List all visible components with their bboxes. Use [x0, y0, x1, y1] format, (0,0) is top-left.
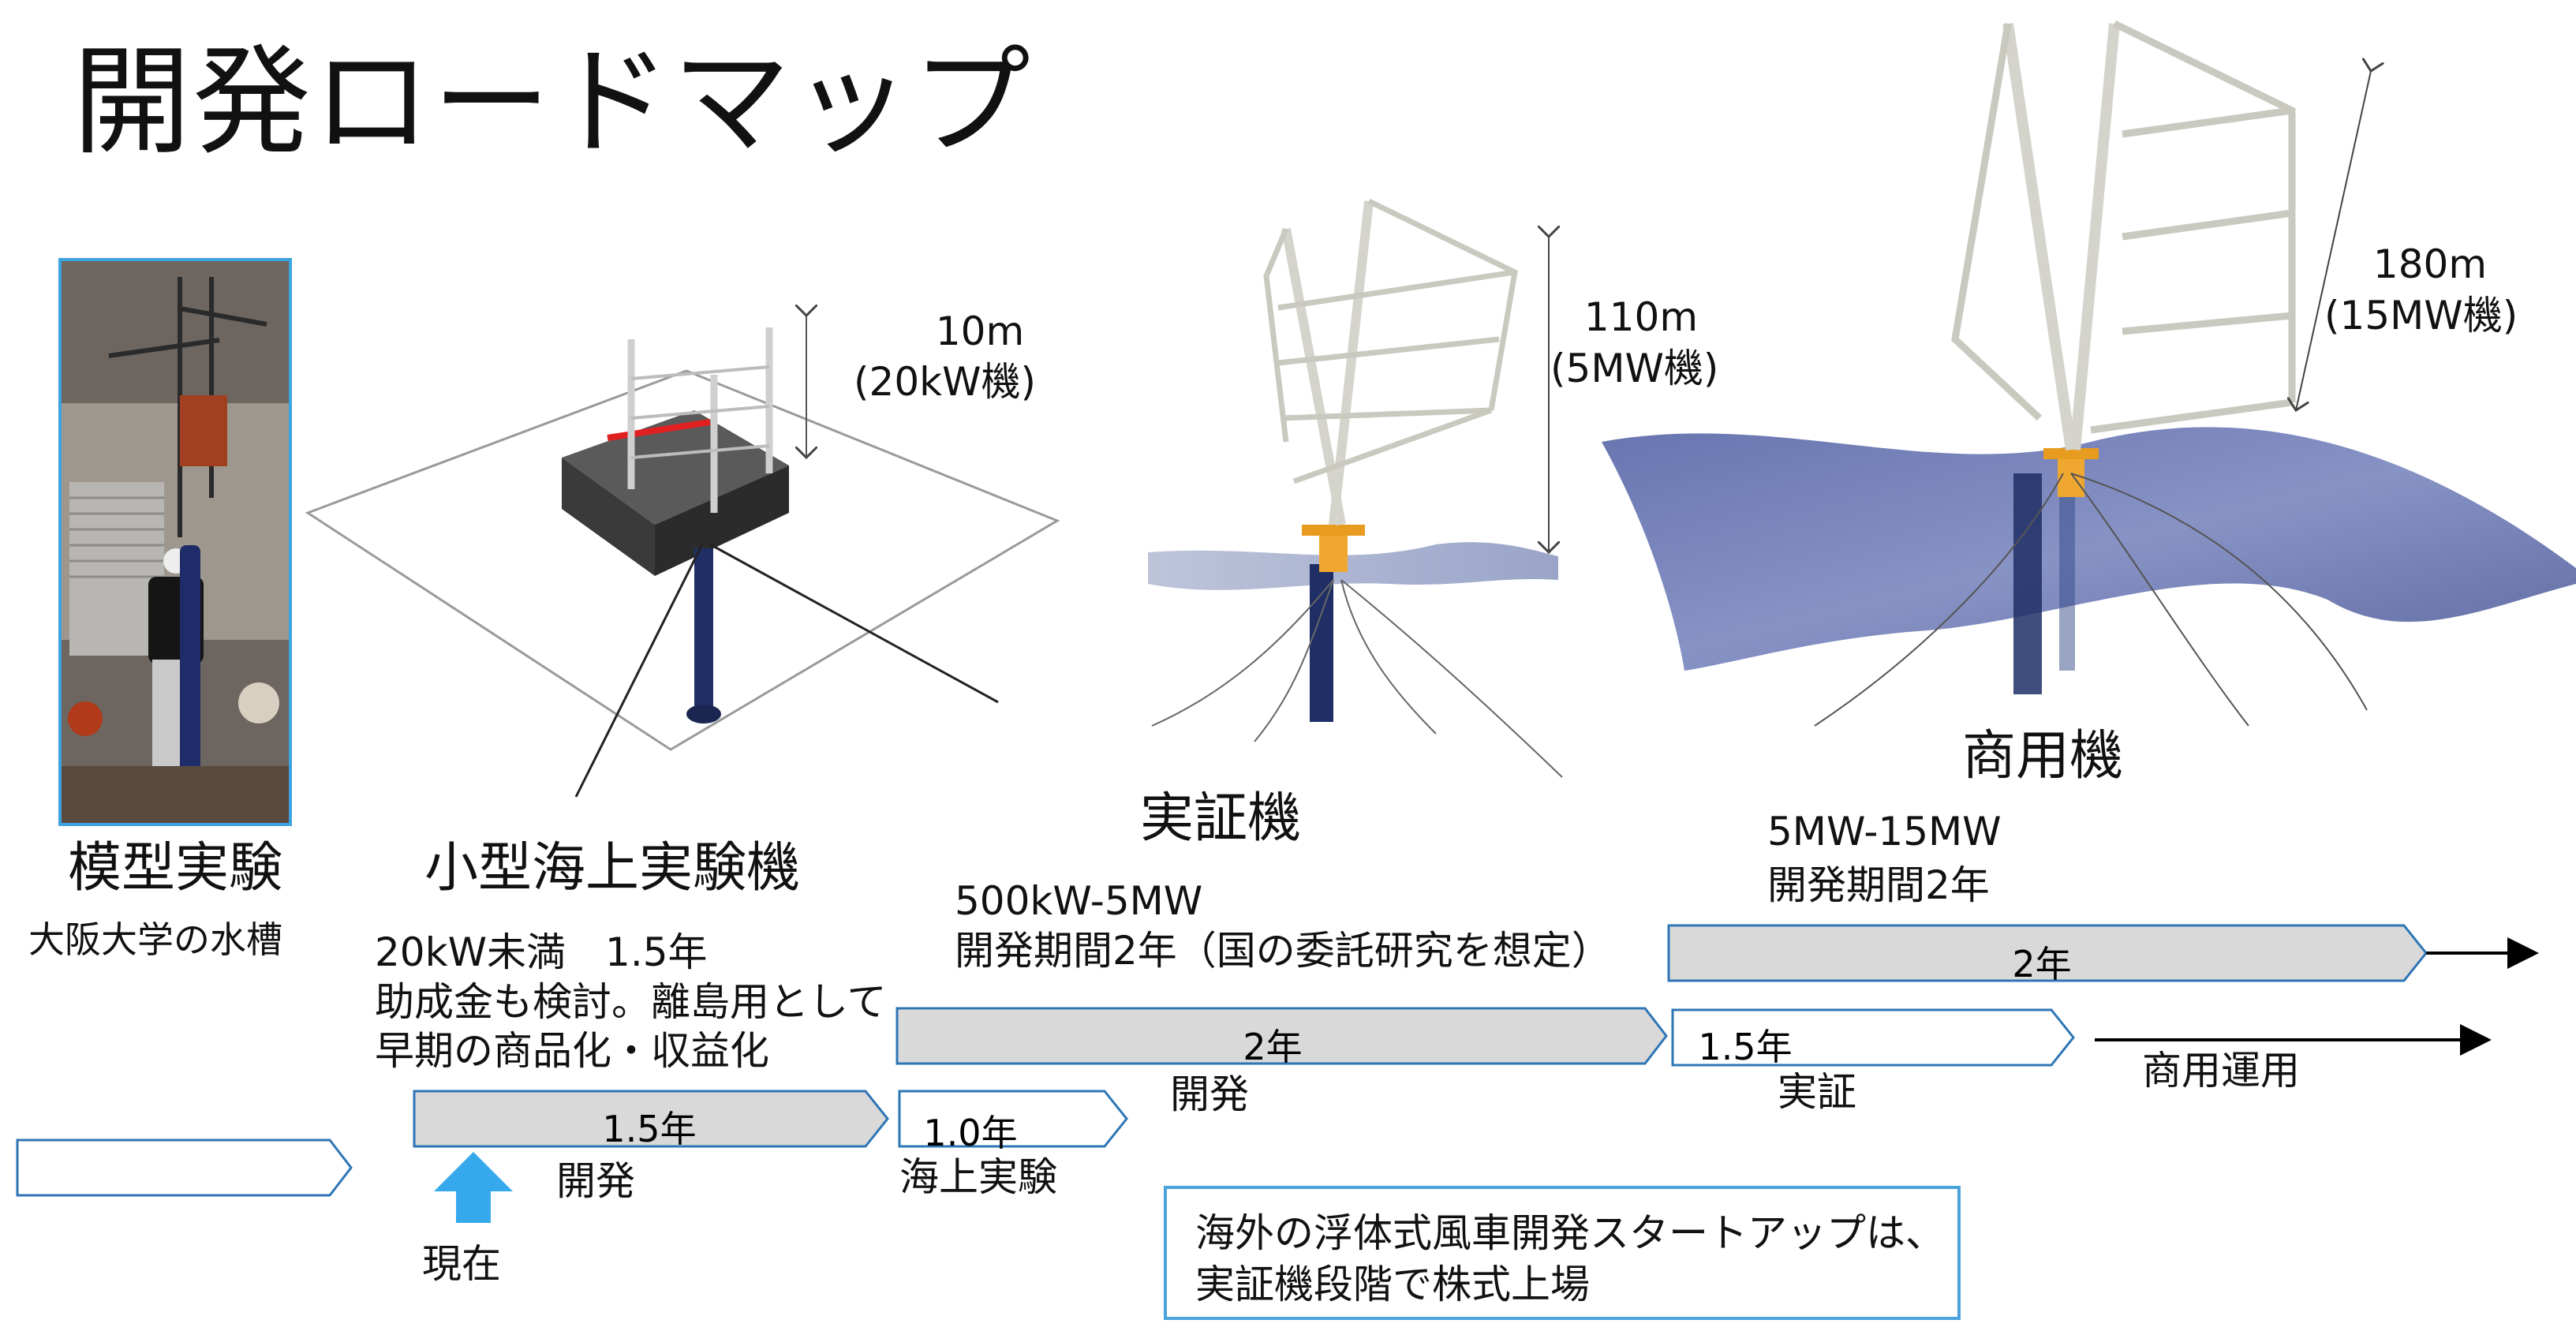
sea-test-label: 海上実験: [899, 1154, 1057, 1200]
current-label: 現在: [422, 1241, 501, 1287]
current-arrow-icon: [434, 1152, 513, 1223]
demo-dev-bar: [895, 1007, 1668, 1065]
stage-demo-line2: 開発期間2年（国の委託研究を想定）: [955, 928, 1611, 974]
demo-dev-label: 開発: [1170, 1071, 1249, 1117]
commercial-height-label: 180m: [2372, 241, 2488, 287]
sea-test-bar-label: 1.0年: [923, 1112, 1017, 1154]
small-height-label: 10m: [935, 308, 1025, 354]
small-dev-bar: [413, 1090, 889, 1148]
commercial-turbine-illustration: [1602, 20, 2576, 727]
stage-model-title: 模型実験: [68, 837, 283, 899]
model-experiment-photo: [58, 258, 292, 826]
stage-model-subtitle: 大阪大学の水槽: [28, 918, 282, 961]
stage-small-line2: 助成金も検討。離島用として: [375, 979, 887, 1025]
demo-turbine-illustration: [1148, 198, 1563, 778]
model-experiment-bar: [16, 1138, 353, 1197]
demo-verify-label: 実証: [1778, 1069, 1856, 1115]
stage-small-title: 小型海上実験機: [424, 837, 801, 899]
small-dev-label: 開発: [556, 1158, 635, 1204]
small-rating-label: (20kW機): [854, 359, 1037, 405]
commercial-dev-bar: [1667, 924, 2428, 982]
demo-dev-bar-label: 2年: [1243, 1026, 1302, 1068]
page-title: 開発ロードマップ: [73, 34, 1033, 171]
stage-commercial-line2: 開発期間2年: [1767, 862, 1990, 908]
note-box: 海外の浮体式風車開発スタートアップは、 実証機段階で株式上場: [1164, 1186, 1961, 1320]
demo-height-label: 110m: [1583, 294, 1699, 340]
note-line2: 実証機段階で株式上場: [1195, 1262, 1590, 1307]
commercial-operation-label: 商用運用: [2142, 1048, 2300, 1094]
demo-verify-bar: [1671, 1008, 2075, 1067]
stage-demo-title: 実証機: [1140, 787, 1302, 850]
stage-small-line3: 早期の商品化・収益化: [375, 1028, 769, 1074]
sea-test-bar: [898, 1090, 1128, 1148]
note-line1: 海外の浮体式風車開発スタートアップは、: [1195, 1210, 1945, 1256]
demo-rating-label: (5MW機): [1550, 346, 1719, 391]
stage-small-line1: 20kW未満 1.5年: [375, 929, 708, 975]
stage-commercial-title: 商用機: [1962, 725, 2124, 787]
commercial-dev-bar-label: 2年: [2012, 943, 2071, 985]
stage-demo-line1: 500kW-5MW: [955, 878, 1203, 924]
stage-commercial-line1: 5MW-15MW: [1767, 809, 2002, 854]
small-turbine-illustration: [305, 316, 1060, 798]
demo-verify-bar-label: 1.5年: [1698, 1026, 1792, 1068]
small-dev-bar-label: 1.5年: [602, 1108, 696, 1150]
